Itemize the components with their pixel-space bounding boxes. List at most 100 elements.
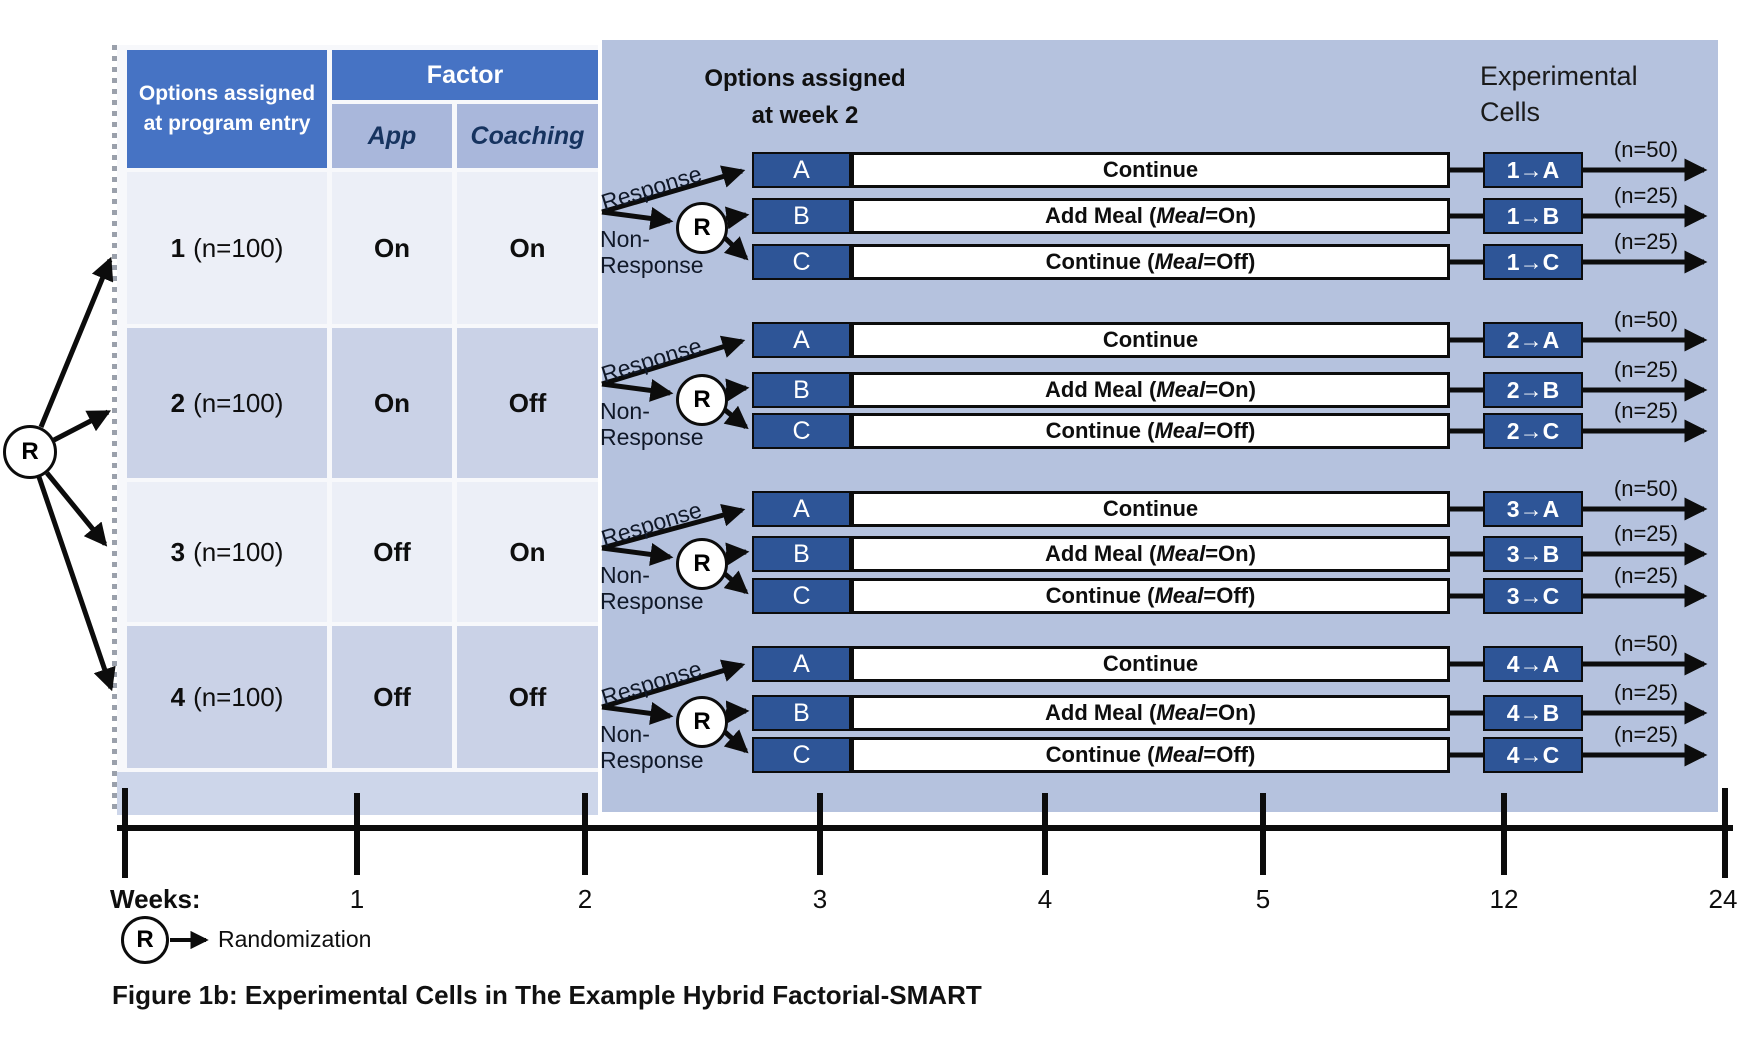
action-text: =On) — [1205, 377, 1256, 402]
option-letter-box: A — [752, 646, 851, 682]
sample-size-label: (n=50) — [1613, 137, 1679, 162]
nonresponse-line1: Non- — [600, 562, 650, 588]
action-italic: Meal — [1154, 249, 1204, 274]
timeline-tick — [1722, 788, 1728, 878]
timeline-tick — [817, 793, 823, 875]
nonresponse-line2: Response — [600, 588, 704, 615]
action-text: Continue ( — [1045, 583, 1155, 608]
row4-n: (n=100) — [193, 681, 284, 712]
action-text: Continue — [1102, 327, 1199, 352]
action-text: =Off) — [1203, 583, 1256, 608]
nonresponse-label-group3: Non-Response — [600, 562, 730, 615]
action-italic: Meal — [1156, 541, 1206, 566]
week2-header: Options assigned at week 2 — [640, 60, 970, 134]
timeline-tick — [1501, 793, 1507, 875]
action-italic: Meal — [1154, 742, 1204, 767]
table-header-options: Options assigned at program entry — [127, 50, 327, 168]
experimental-cell-box: 3→A — [1483, 491, 1583, 527]
row2-number: 2 — [170, 387, 186, 418]
table-row2-app: On — [332, 328, 452, 478]
experimental-cells-line2: Cells — [1480, 97, 1541, 128]
experimental-cell-box: 4→C — [1483, 737, 1583, 773]
action-text: Add Meal ( — [1045, 203, 1157, 228]
action-text: Continue — [1102, 496, 1199, 521]
table-header-factor: Factor — [332, 50, 598, 100]
row4-number: 4 — [170, 681, 186, 712]
randomization-circle-group1: R — [676, 202, 728, 254]
row1-n: (n=100) — [193, 232, 284, 263]
action-box: Add Meal (Meal=On) — [851, 536, 1450, 572]
nonresponse-line2: Response — [600, 252, 704, 279]
sample-size-label: (n=25) — [1613, 229, 1679, 254]
action-text: Continue ( — [1045, 418, 1155, 443]
option-letter-box: A — [752, 322, 851, 358]
action-italic: Meal — [1156, 377, 1206, 402]
row3-n: (n=100) — [193, 536, 284, 567]
option-letter-box: B — [752, 198, 851, 234]
action-text: Add Meal ( — [1045, 541, 1157, 566]
action-box: Continue — [851, 322, 1450, 358]
table-row4-app: Off — [332, 626, 452, 768]
action-box: Continue (Meal=Off) — [851, 737, 1450, 773]
randomization-legend-text: Randomization — [218, 926, 372, 952]
timeline-tick — [354, 793, 360, 875]
experimental-cell-box: 4→A — [1483, 646, 1583, 682]
experimental-cells-header: Experimental Cells — [1480, 58, 1730, 131]
action-italic: Meal — [1156, 700, 1206, 725]
action-text: =On) — [1205, 203, 1256, 228]
randomization-circle-group3: R — [676, 538, 728, 590]
action-text: =Off) — [1203, 742, 1256, 767]
action-box: Continue — [851, 646, 1450, 682]
action-text: Continue ( — [1045, 249, 1155, 274]
week-tick-label: 4 — [1037, 884, 1053, 914]
action-box: Add Meal (Meal=On) — [851, 198, 1450, 234]
sample-size-label: (n=25) — [1613, 722, 1679, 747]
action-italic: Meal — [1154, 583, 1204, 608]
randomization-circle-entry: R — [3, 425, 57, 479]
table-row3-option: 3(n=100) — [127, 482, 327, 622]
table-row1-option: 1(n=100) — [127, 172, 327, 324]
action-box: Continue — [851, 152, 1450, 188]
timeline-tick — [582, 793, 588, 875]
nonresponse-label-group2: Non-Response — [600, 398, 730, 451]
option-letter-box: A — [752, 491, 851, 527]
week-tick-label: 1 — [349, 884, 365, 914]
option-letter-box: C — [752, 413, 851, 449]
sample-size-label: (n=50) — [1613, 476, 1679, 501]
nonresponse-line1: Non- — [600, 226, 650, 252]
sample-size-label: (n=25) — [1613, 521, 1679, 546]
action-text: Add Meal ( — [1045, 700, 1157, 725]
table-row4-coaching: Off — [457, 626, 598, 768]
action-text: Continue — [1102, 651, 1199, 676]
randomization-circle-group4: R — [676, 696, 728, 748]
action-text: =Off) — [1203, 249, 1256, 274]
experimental-cell-box: 2→A — [1483, 322, 1583, 358]
week2-header-line2: at week 2 — [751, 102, 859, 130]
action-italic: Meal — [1156, 203, 1206, 228]
action-text: Continue — [1102, 157, 1199, 182]
experimental-cell-box: 1→C — [1483, 244, 1583, 280]
nonresponse-line1: Non- — [600, 721, 650, 747]
experimental-cell-box: 3→C — [1483, 578, 1583, 614]
nonresponse-line1: Non- — [600, 398, 650, 424]
nonresponse-line2: Response — [600, 424, 704, 451]
table-dotted-edge — [112, 45, 117, 815]
action-box: Continue (Meal=Off) — [851, 244, 1450, 280]
table-row1-app: On — [332, 172, 452, 324]
sample-size-label: (n=50) — [1613, 307, 1679, 332]
figure-caption: Figure 1b: Experimental Cells in The Exa… — [112, 980, 982, 1010]
experimental-cell-box: 4→B — [1483, 695, 1583, 731]
sample-size-label: (n=25) — [1613, 357, 1679, 382]
sample-size-label: (n=50) — [1613, 631, 1679, 656]
option-letter-box: C — [752, 578, 851, 614]
experimental-cell-box: 3→B — [1483, 536, 1583, 572]
experimental-cell-box: 2→C — [1483, 413, 1583, 449]
action-text: =Off) — [1203, 418, 1256, 443]
table-row2-coaching: Off — [457, 328, 598, 478]
experimental-cell-box: 2→B — [1483, 372, 1583, 408]
experimental-cell-box: 1→B — [1483, 198, 1583, 234]
timeline-axis — [117, 825, 1733, 831]
timeline-tick — [1260, 793, 1266, 875]
option-letter-box: B — [752, 695, 851, 731]
